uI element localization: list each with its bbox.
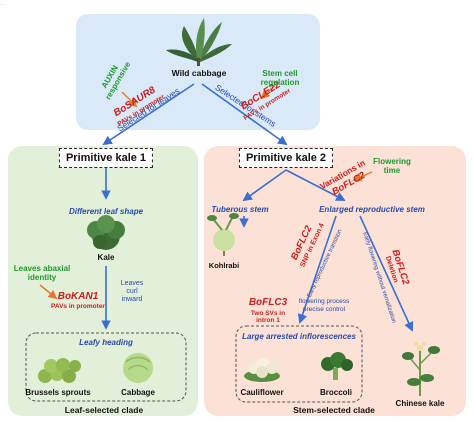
inflorescence-box [235,325,363,403]
boflc3-gene: BoFLC3 [248,297,288,308]
brussels-sprouts-label: Brussels sprouts [25,388,91,397]
clipped-header-text: ... [0,0,6,7]
bokan1-note: PAVs in promoter [51,303,105,310]
primitive-kale-2-box: Primitive kale 2 [238,148,334,168]
flowering-time-text: Flowering time [373,157,411,175]
kale-image [87,215,125,250]
kohlrabi-label: Kohlrabi [208,261,240,270]
leafy-heading-box [25,332,187,402]
boflc3-note: Two SVs in intron 1 [250,310,286,325]
arrow-to-kale2 [201,83,288,146]
cauliflower-label: Cauliflower [240,388,284,397]
leaves-curl-inward-text: Leaves curl inward [120,280,144,304]
broccoli-image [321,352,353,380]
bokan1-gene: BoKAN1 [57,291,99,302]
broccoli-label: Broccoli [319,388,353,397]
flowering-process-text: flowering process precise control [298,298,350,313]
leaves-abaxial-identity-text: Leaves abaxial identity [13,264,71,282]
arrow-to-kale1 [102,83,195,146]
leaf-clade-panel [8,146,198,416]
primitive-kale-1-box: Primitive kale 1 [58,148,154,168]
wild-cabbage-label: Wild cabbage [171,68,227,78]
cabbage-image [123,353,153,383]
leafy-heading-text: Leafy heading [79,338,133,347]
stem-clade-panel [204,146,466,416]
kohlrabi-image [207,213,239,256]
chinese-kale-image [402,342,440,396]
leaf-selected-clade-label: Leaf-selected clade [64,405,144,415]
stem-cell-regulation-text: Stem cell regulation [260,69,300,87]
cabbage-label: Cabbage [121,388,155,397]
chinese-kale-label: Chinese kale [395,399,445,408]
stem-selected-clade-label: Stem-selected clade [293,405,375,415]
enlarged-reproductive-stem-text: Enlarged reproductive stem [319,205,425,214]
large-arrested-inflorescences-text: Large arrested inflorescences [242,332,356,341]
tuberous-stem-text: Tuberous stem [211,205,269,214]
brussels-sprouts-image [38,358,81,383]
different-leaf-shape-text: Different leaf shape [68,207,144,216]
cauliflower-image [244,358,280,382]
kale-label: Kale [97,253,115,262]
wild-cabbage-image [166,18,232,66]
